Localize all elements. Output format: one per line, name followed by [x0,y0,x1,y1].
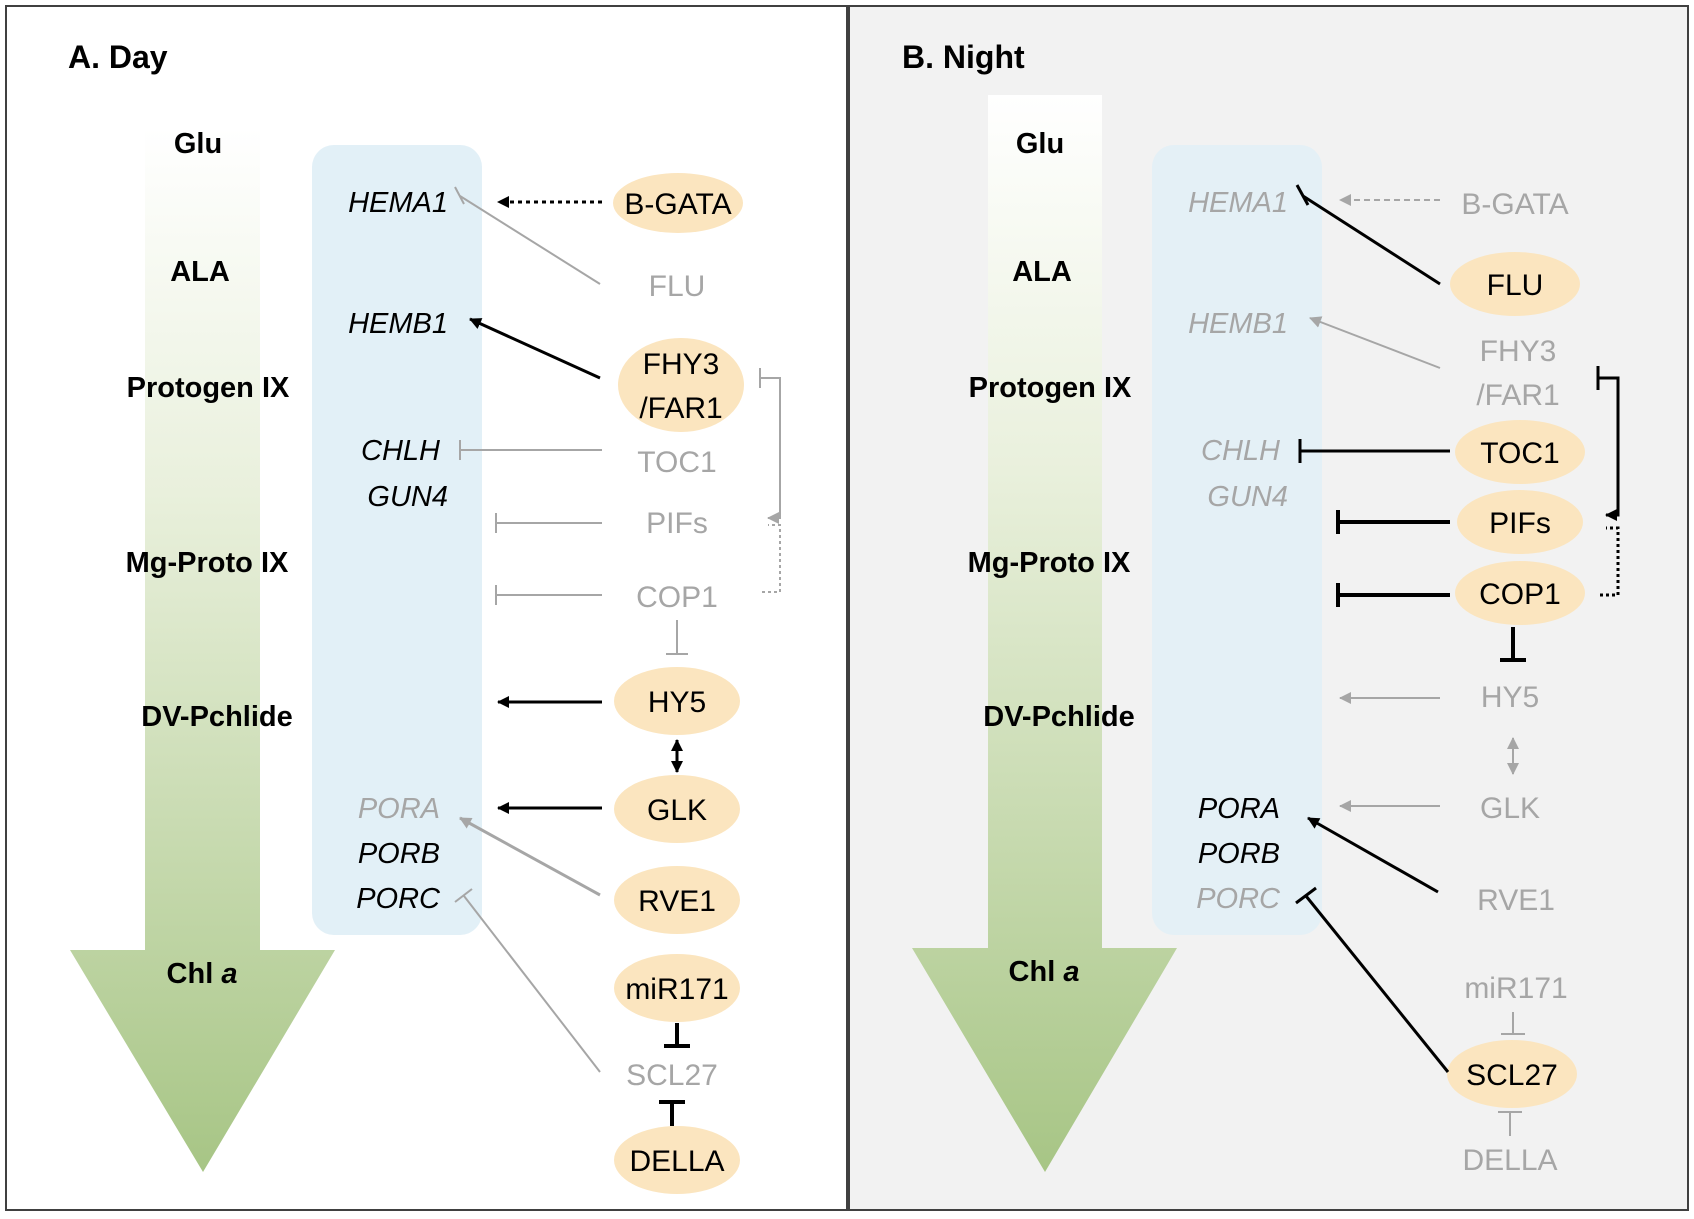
regulator-bgata: B-GATA [624,188,731,221]
metabolite-protogen: Protogen IX [127,372,290,404]
gene-porb: PORB [358,838,440,870]
metabolite-mg-proto: Mg-Proto IX [126,547,289,579]
regulator-mir171: miR171 [625,973,728,1006]
regulator-mir171-night: miR171 [1464,972,1567,1005]
regulator-flu-night: FLU [1487,269,1544,302]
metabolite-chl-a-night: Chl a [1009,956,1080,988]
panel-day: A. Day Glu ALA Protogen IX Mg-Proto IX D… [5,5,848,1211]
regulator-della-bg [614,1126,740,1194]
gene-hema1-night: HEMA1 [1188,187,1288,219]
gene-gun4-night: GUN4 [1207,481,1288,513]
edge-fhy3-pifs [760,377,781,524]
regulator-glk: GLK [647,794,707,827]
edge-scl27-porc-bar [454,888,473,903]
regulator-scl27-night: SCL27 [1466,1059,1558,1092]
regulator-cop1-night: COP1 [1479,578,1561,611]
edge-scl27-porc-bar-night [1295,886,1317,905]
regulator-hy5-bg [614,667,740,735]
metabolite-chl-a: Chl a [167,958,238,990]
regulator-cop1: COP1 [636,581,718,614]
panel-day-title: A. Day [68,39,168,75]
gene-hemb1-night: HEMB1 [1188,308,1288,340]
regulator-della-night: DELLA [1462,1144,1557,1177]
regulator-pifs-night: PIFs [1489,507,1551,540]
regulator-della: DELLA [629,1145,724,1178]
pathway-arrow-day [70,128,335,1172]
panel-night: B. Night Glu ALA Protogen IX Mg-Proto IX… [848,5,1689,1211]
regulator-far1-night: /FAR1 [1476,379,1559,412]
regulator-bgata-bg [613,173,743,233]
regulator-hy5-night: HY5 [1481,681,1539,714]
edge-flu-hema1 [459,195,601,285]
regulator-bgata-night: B-GATA [1461,188,1568,221]
metabolite-dv-pchlide: DV-Pchlide [141,701,293,733]
metabolite-glu-night: Glu [1016,128,1064,160]
regulator-scl27: SCL27 [626,1059,718,1092]
edge-fhy3-hemb1 [469,317,601,380]
regulator-glk-bg [614,775,740,843]
gene-hema1: HEMA1 [348,187,448,219]
regulator-toc1-night: TOC1 [1480,437,1559,470]
edge-rve1-pora [459,816,601,897]
edge-flu-hema1-bar-night [1295,184,1310,206]
gene-box-night [1152,145,1322,935]
edge-fhy3-pifs-night [1598,376,1620,521]
gene-gun4: GUN4 [367,481,448,513]
edge-flu-hema1-bar [454,186,465,205]
edge-cop1-pifs [762,524,781,593]
gene-box-day [312,145,482,935]
regulator-rve1: RVE1 [638,885,716,918]
regulator-far1: /FAR1 [639,392,722,425]
regulator-glk-night: GLK [1480,792,1540,825]
gene-hemb1: HEMB1 [348,308,448,340]
edges-day [454,186,781,1126]
regulator-scl27-night-bg [1447,1040,1577,1108]
panel-night-title: B. Night [902,39,1025,75]
gene-porc: PORC [356,883,441,915]
regulator-toc1: TOC1 [637,446,716,479]
metabolite-protogen-night: Protogen IX [969,372,1132,404]
edges-night [1295,184,1620,1136]
edge-flu-hema1-night [1302,194,1441,286]
edge-fhy3-hemb1-night [1309,316,1441,369]
regulator-pifs: PIFs [646,507,708,540]
regulator-fhy3: FHY3 [643,348,720,381]
gene-chlh-night: CHLH [1201,435,1280,467]
regulator-fhy3-bg [618,338,744,432]
regulator-hy5: HY5 [648,686,706,719]
regulator-cop1-night-bg [1455,561,1585,625]
gene-pora-night: PORA [1198,793,1280,825]
metabolite-mg-proto-night: Mg-Proto IX [968,547,1131,579]
metabolite-glu: Glu [174,128,222,160]
regulator-toc1-night-bg [1455,420,1585,484]
gene-chlh: CHLH [361,435,440,467]
edge-scl27-porc [463,895,601,1073]
edge-scl27-porc-night [1304,895,1450,1073]
metabolite-dv-pchlide-night: DV-Pchlide [983,701,1135,733]
regulator-rve1-night: RVE1 [1477,884,1555,917]
regulator-flu-night-bg [1450,252,1580,316]
gene-pora: PORA [358,793,440,825]
gene-porc-night: PORC [1196,883,1281,915]
edge-cop1-pifs-night [1600,526,1620,597]
pathway-arrow-night [912,95,1177,1172]
regulator-fhy3-night: FHY3 [1480,335,1557,368]
regulator-flu: FLU [649,270,706,303]
regulator-rve1-bg [614,866,740,934]
gene-porb-night: PORB [1198,838,1280,870]
regulator-pifs-night-bg [1457,490,1583,554]
edge-rve1-pora-night [1307,816,1439,894]
metabolite-ala-night: ALA [1012,256,1072,288]
metabolite-ala: ALA [170,256,230,288]
regulator-mir171-bg [614,954,740,1022]
